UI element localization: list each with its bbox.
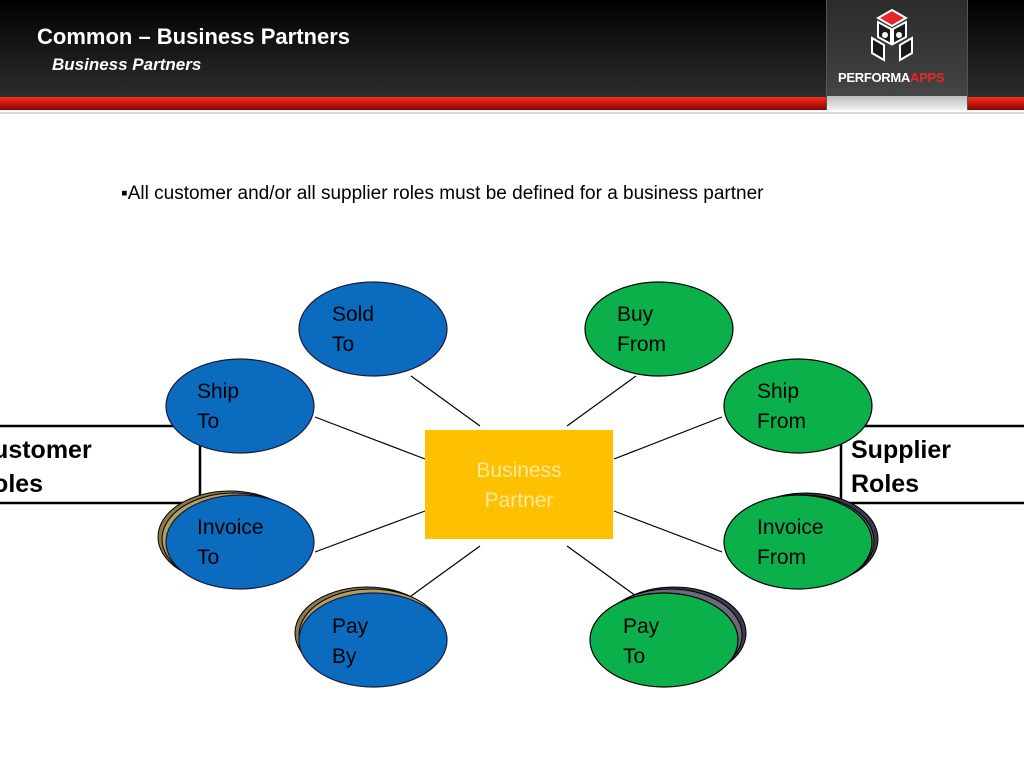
page-title: Common – Business Partners xyxy=(37,24,350,49)
connector-ship-from xyxy=(613,416,723,460)
bullet-note: ▪All customer and/or all supplier roles … xyxy=(121,183,764,204)
connector-buy-from xyxy=(566,375,637,427)
connector-sold-to xyxy=(410,375,481,427)
logo-tab xyxy=(826,0,968,110)
customer-roles-bracket xyxy=(0,424,202,505)
connector-invoice-from xyxy=(613,510,723,553)
header-red-stripe xyxy=(0,97,1024,110)
node-invoice-to xyxy=(165,494,315,590)
node-ship-to xyxy=(165,358,315,454)
connector-pay-to xyxy=(566,545,637,597)
node-pay-to xyxy=(589,592,739,688)
page-subtitle: Business Partners xyxy=(52,55,202,74)
supplier-roles-bracket xyxy=(839,424,1024,505)
node-invoice-from xyxy=(723,494,873,590)
connector-invoice-to xyxy=(314,510,426,553)
node-pay-by xyxy=(298,592,448,688)
node-sold-to xyxy=(298,281,448,377)
header-divider xyxy=(0,112,1024,114)
customer-roles-label: CustomerRoles xyxy=(0,436,92,498)
node-ship-from xyxy=(723,358,873,454)
node-buy-from xyxy=(584,281,734,377)
center-box xyxy=(425,430,613,539)
performa-apps-logo: PERFORMAAPPS xyxy=(838,70,945,85)
connector-ship-to xyxy=(314,416,426,460)
connector-pay-by xyxy=(410,545,481,597)
performa-cube-icon xyxy=(871,8,913,62)
